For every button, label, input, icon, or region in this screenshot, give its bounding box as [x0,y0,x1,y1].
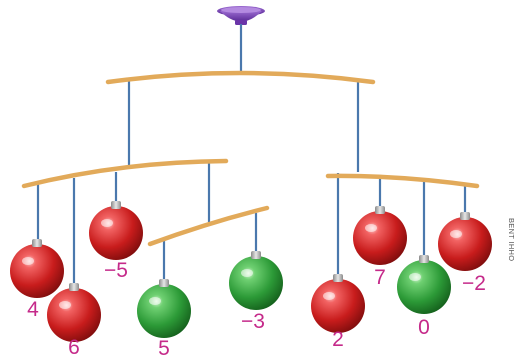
ornament-sphere [311,279,365,333]
ornament-label: 0 [418,316,430,339]
ornament-label: 6 [68,336,80,358]
ceiling-mount [217,6,265,25]
ornament-label: 4 [27,298,39,321]
ornament-highlight [149,297,161,305]
ornament-label: −3 [241,310,265,333]
ornament-ball-green [397,255,451,314]
ornament-ball-red [311,274,365,333]
ornament-highlight [101,219,113,227]
ornaments [10,201,492,342]
ornament-cap [419,255,429,263]
ornament-highlight [22,257,34,265]
ornament-cap [333,274,343,282]
ornament-sphere [438,217,492,271]
bars [21,70,480,247]
bar-inner [147,205,270,247]
photo-credit: BENT IHHO [507,218,516,261]
ornament-cap [111,201,121,209]
ornament-highlight [241,269,253,277]
ornament-sphere [397,260,451,314]
ornament-label: 2 [332,328,344,351]
ornament-highlight [323,292,335,300]
ornament-ball-red [47,283,101,342]
bar-left [21,158,229,189]
ornament-cap [251,251,261,259]
ornament-cap [460,212,470,220]
ornament-ball-red [353,206,407,265]
ornament-ball-red [438,212,492,271]
ornament-sphere [137,284,191,338]
ornament-cap [375,206,385,214]
ornament-cap [32,239,42,247]
ornament-ball-green [137,279,191,338]
ornament-cap [69,283,79,291]
ornament-ball-red [10,239,64,298]
ornament-ball-green [229,251,283,310]
ornament-highlight [450,230,462,238]
labels: 4 6 −5 5 −3 2 7 0 −2 [27,259,486,358]
ornament-highlight [59,301,71,309]
ornament-sphere [10,244,64,298]
ornament-sphere [353,211,407,265]
ornament-sphere [89,206,143,260]
ornament-label: 5 [158,337,170,358]
bar-top [105,70,376,85]
bar-right [325,173,480,189]
ornament-highlight [365,224,377,232]
ornament-label: −2 [462,272,486,295]
ornament-sphere [47,288,101,342]
ornament-ball-red [89,201,143,260]
ornament-label: −5 [104,259,128,282]
ornament-highlight [409,273,421,281]
ornament-sphere [229,256,283,310]
ornament-cap [159,279,169,287]
ornament-label: 7 [374,266,386,289]
